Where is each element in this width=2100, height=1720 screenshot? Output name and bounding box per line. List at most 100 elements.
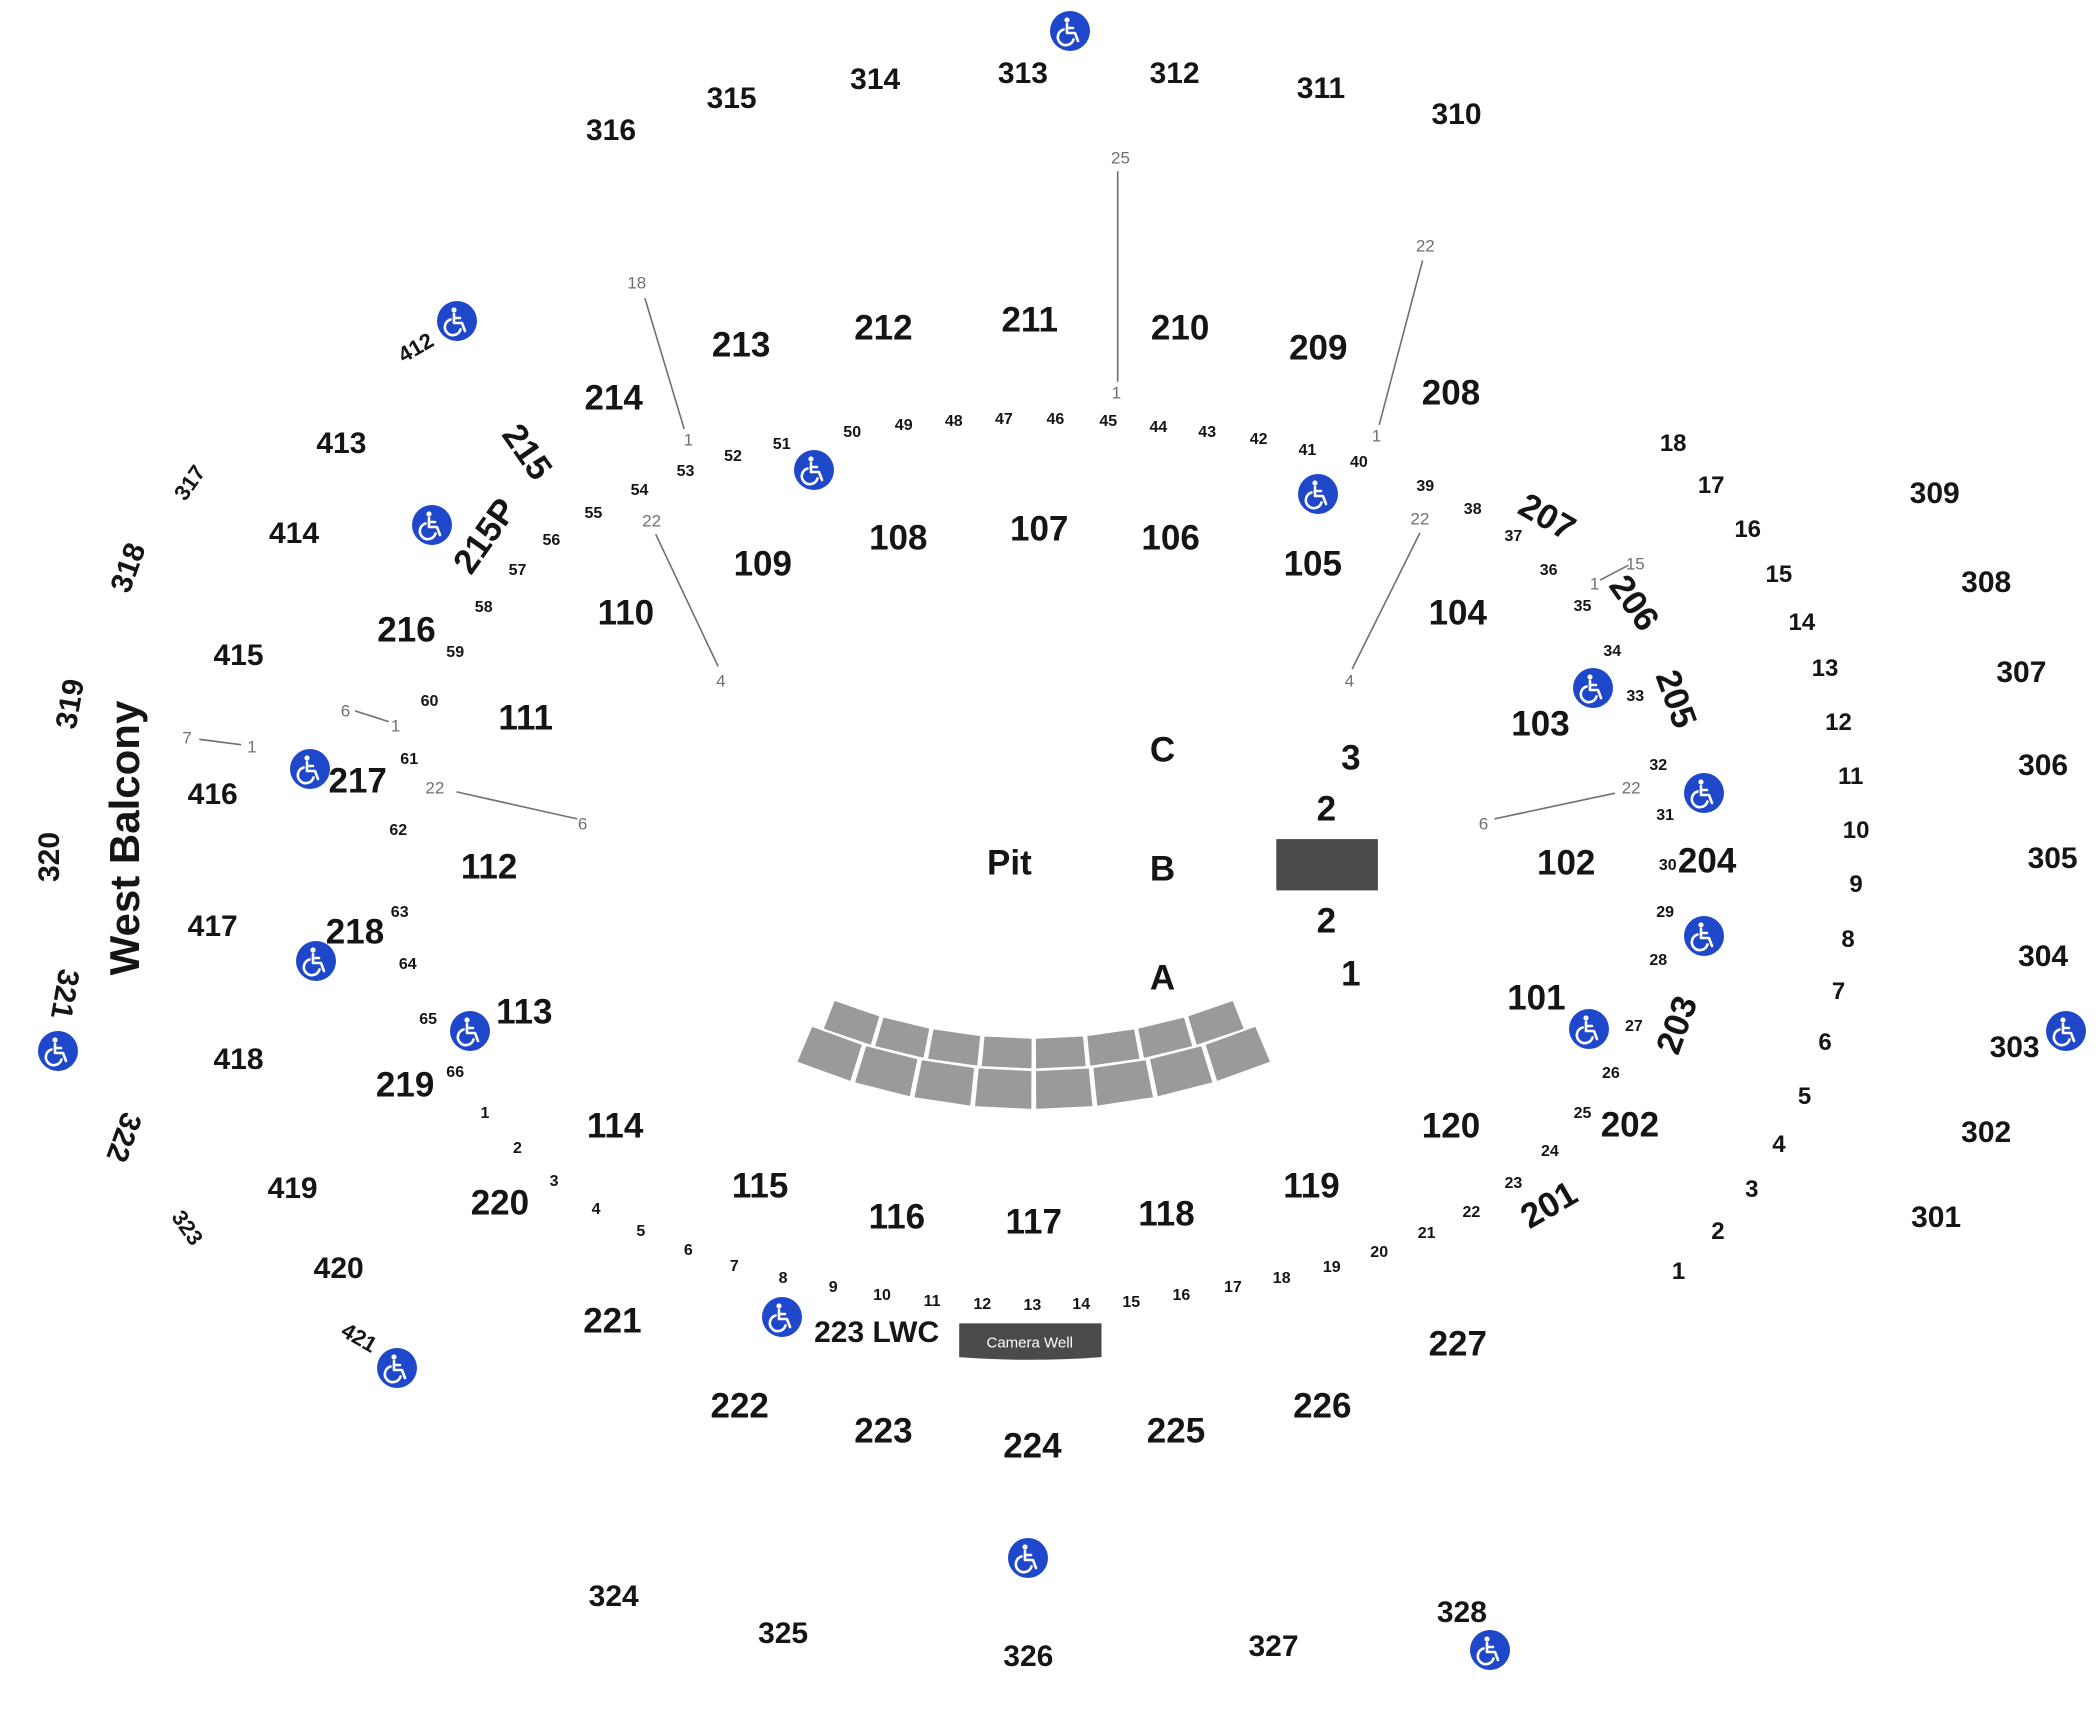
seat-section-31[interactable]: 31	[1656, 807, 1674, 825]
seat-section-66[interactable]: 66	[446, 1063, 465, 1081]
section-309[interactable]: 309	[1909, 476, 1960, 510]
section-325[interactable]: 325	[758, 1616, 809, 1650]
section-213[interactable]: 213	[711, 325, 771, 365]
section-301[interactable]: 301	[1911, 1201, 1962, 1235]
seat-section-42[interactable]: 42	[1249, 430, 1268, 448]
section-305[interactable]: 305	[2027, 842, 2078, 876]
seat-section-23[interactable]: 23	[1504, 1175, 1523, 1193]
section-222[interactable]: 222	[710, 1386, 769, 1426]
seat-section-4[interactable]: 4	[591, 1201, 601, 1219]
section-223[interactable]: 223	[854, 1411, 913, 1451]
section-419[interactable]: 419	[267, 1171, 318, 1205]
seat-section-13[interactable]: 13	[1023, 1296, 1042, 1314]
camera-well[interactable]	[959, 1323, 1102, 1360]
section-307[interactable]: 307	[1996, 656, 2047, 690]
section-417[interactable]: 417	[187, 909, 238, 943]
seat-section-24[interactable]: 24	[1540, 1143, 1559, 1161]
section-214[interactable]: 214	[584, 378, 643, 418]
section-103[interactable]: 103	[1511, 704, 1570, 744]
riser-block-back[interactable]	[797, 1026, 862, 1081]
seat-section-22[interactable]: 22	[1462, 1203, 1481, 1221]
section-304[interactable]: 304	[2018, 939, 2069, 973]
section-114[interactable]: 114	[586, 1106, 644, 1146]
seat-section-63[interactable]: 63	[390, 904, 409, 922]
seat-section-28[interactable]: 28	[1649, 951, 1668, 969]
section-328[interactable]: 328	[1436, 1596, 1487, 1630]
floor-section-b[interactable]: B	[1149, 849, 1176, 889]
floor-section-c[interactable]: C	[1149, 730, 1176, 770]
lwc-section-label[interactable]: 223 LWC	[814, 1315, 940, 1349]
section-225[interactable]: 225	[1146, 1411, 1206, 1451]
section-218[interactable]: 218	[325, 912, 385, 952]
section-227[interactable]: 227	[1428, 1324, 1487, 1364]
riser-block-back[interactable]	[855, 1046, 918, 1097]
section-210[interactable]: 210	[1150, 308, 1210, 348]
section-119[interactable]: 119	[1283, 1166, 1340, 1206]
section-115[interactable]: 115	[731, 1166, 789, 1206]
seat-section-27[interactable]: 27	[1624, 1017, 1643, 1035]
section-102[interactable]: 102	[1536, 843, 1596, 883]
wheelchair-accessible-icon[interactable]	[1684, 916, 1725, 957]
seat-section-41[interactable]: 41	[1298, 441, 1317, 459]
seat-section-1[interactable]: 1	[480, 1105, 490, 1123]
wheelchair-accessible-icon[interactable]	[436, 301, 477, 342]
section-413[interactable]: 413	[316, 426, 367, 460]
seat-section-65[interactable]: 65	[419, 1010, 437, 1028]
section-117[interactable]: 117	[1005, 1202, 1062, 1242]
riser-block-front[interactable]	[1087, 1029, 1140, 1066]
wheelchair-accessible-icon[interactable]	[1684, 773, 1725, 814]
riser-block-back[interactable]	[914, 1060, 975, 1106]
seat-section-57[interactable]: 57	[508, 561, 527, 579]
section-321[interactable]: 321	[43, 966, 85, 1022]
seat-section-19[interactable]: 19	[1322, 1259, 1341, 1277]
seat-section-29[interactable]: 29	[1656, 904, 1674, 922]
section-202[interactable]: 202	[1600, 1105, 1660, 1145]
wheelchair-accessible-icon[interactable]	[450, 1010, 491, 1051]
seat-section-38[interactable]: 38	[1463, 500, 1482, 518]
riser-block-front[interactable]	[1035, 1036, 1086, 1069]
riser-block-back[interactable]	[1150, 1046, 1213, 1097]
seat-section-11[interactable]: 11	[923, 1292, 941, 1310]
seat-section-47[interactable]: 47	[994, 410, 1013, 428]
seat-section-8[interactable]: 8	[778, 1269, 788, 1287]
seat-section-43[interactable]: 43	[1198, 424, 1217, 441]
wheelchair-accessible-icon[interactable]	[1008, 1538, 1049, 1579]
section-112[interactable]: 112	[460, 847, 518, 887]
wheelchair-accessible-icon[interactable]	[377, 1347, 417, 1388]
seat-section-21[interactable]: 21	[1417, 1225, 1436, 1243]
riser-block-front[interactable]	[981, 1036, 1032, 1069]
wheelchair-accessible-icon[interactable]	[1569, 1009, 1610, 1050]
section-109[interactable]: 109	[733, 544, 792, 584]
pit-label[interactable]: Pit	[987, 843, 1032, 883]
section-315[interactable]: 315	[706, 81, 757, 115]
wheelchair-accessible-icon[interactable]	[1573, 668, 1614, 708]
section-212[interactable]: 212	[854, 308, 913, 348]
seat-section-59[interactable]: 59	[446, 643, 465, 661]
section-107[interactable]: 107	[1009, 509, 1069, 549]
seat-section-30[interactable]: 30	[1658, 857, 1677, 875]
wheelchair-accessible-icon[interactable]	[38, 1030, 79, 1071]
seat-section-34[interactable]: 34	[1603, 642, 1622, 660]
seat-section-61[interactable]: 61	[400, 750, 419, 768]
section-311[interactable]: 311	[1296, 72, 1346, 105]
section-216[interactable]: 216	[377, 610, 436, 650]
section-418[interactable]: 418	[213, 1043, 264, 1077]
seat-section-46[interactable]: 46	[1046, 410, 1065, 428]
seat-section-12[interactable]: 12	[973, 1295, 992, 1313]
seat-section-58[interactable]: 58	[474, 599, 493, 617]
seat-section-25[interactable]: 25	[1573, 1105, 1592, 1123]
seat-section-37[interactable]: 37	[1504, 527, 1523, 545]
seat-section-15[interactable]: 15	[1122, 1294, 1141, 1312]
seat-section-60[interactable]: 60	[420, 692, 439, 710]
seat-section-56[interactable]: 56	[542, 532, 561, 549]
seat-section-55[interactable]: 55	[584, 505, 603, 522]
seat-section-35[interactable]: 35	[1573, 598, 1592, 616]
seat-section-50[interactable]: 50	[843, 424, 862, 441]
section-224[interactable]: 224	[1003, 1426, 1062, 1466]
riser-block-front[interactable]	[875, 1017, 930, 1058]
riser-block-back[interactable]	[1205, 1026, 1270, 1081]
section-302[interactable]: 302	[1961, 1116, 2012, 1150]
floor-section-a[interactable]: A	[1149, 958, 1176, 998]
section-209[interactable]: 209	[1289, 328, 1348, 368]
section-106[interactable]: 106	[1141, 518, 1200, 558]
